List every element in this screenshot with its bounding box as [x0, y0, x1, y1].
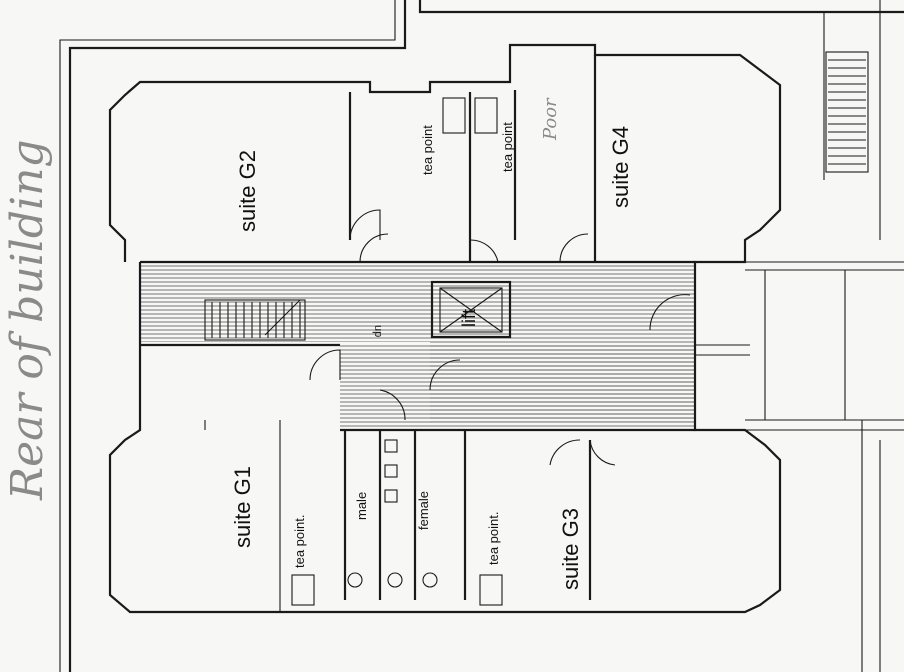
corridor-hatching — [140, 262, 695, 430]
label-tea-point-g2: tea point — [420, 125, 435, 175]
lift-shaft — [430, 280, 512, 339]
label-tea-point-g1: tea point. — [292, 515, 307, 569]
label-male: male — [354, 492, 369, 520]
label-tea-point-g4: tea point — [500, 122, 515, 172]
handwritten-mark: Poor — [540, 97, 561, 141]
external-stair — [825, 51, 869, 173]
handwritten-rear-of-building: Rear of building — [2, 139, 53, 501]
label-tea-point-g3: tea point. — [486, 512, 501, 566]
label-suite-g1: suite G1 — [230, 466, 255, 548]
building-walls — [108, 43, 904, 614]
doors — [309, 209, 691, 466]
label-female: female — [416, 491, 431, 530]
fixtures — [291, 97, 503, 606]
label-suite-g4: suite G4 — [608, 126, 633, 208]
label-suite-g2: suite G2 — [235, 150, 260, 232]
label-stair-up: up — [372, 325, 384, 337]
label-lift: lift — [459, 309, 479, 327]
internal-stair — [204, 299, 306, 341]
site-boundary — [59, 0, 904, 672]
label-suite-g3: suite G3 — [558, 508, 583, 590]
